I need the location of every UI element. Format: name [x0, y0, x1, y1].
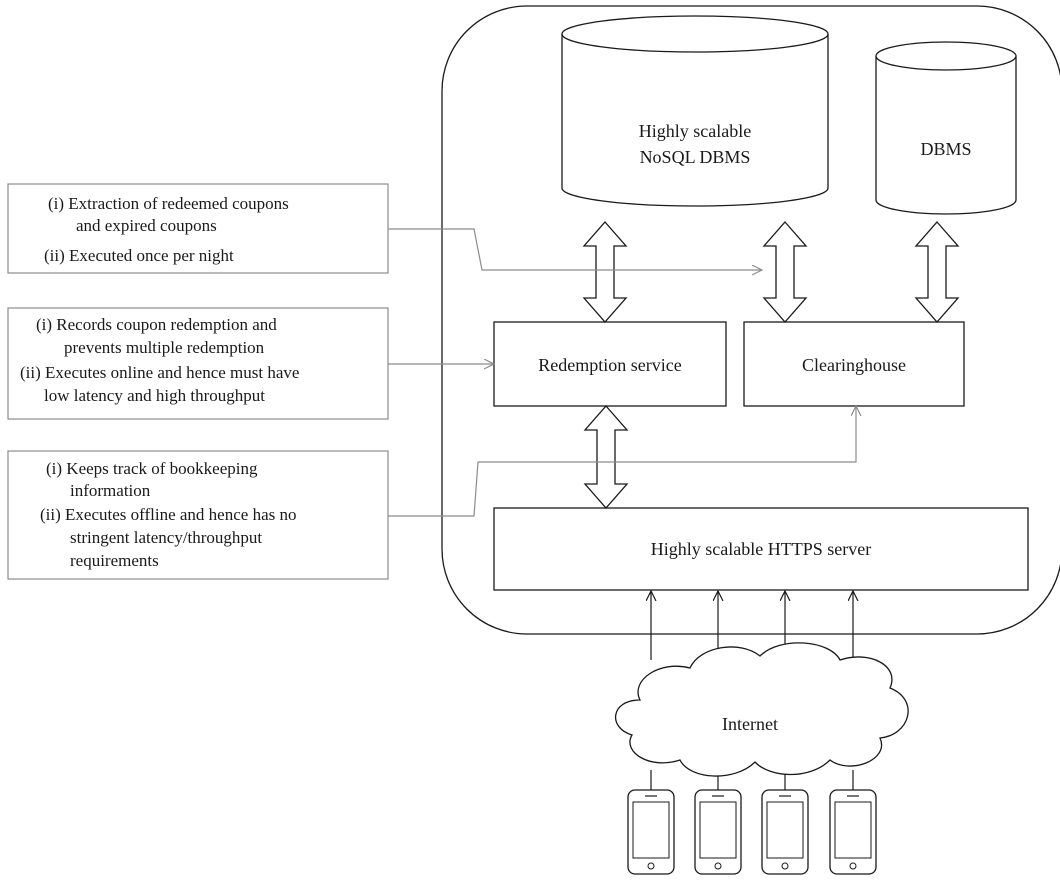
annotation-redemption-line-2: prevents multiple redemption [64, 338, 265, 357]
annotation-redemption: (i) Records coupon redemption and preven… [7, 307, 389, 420]
annotation-redemption-line-1: (i) Records coupon redemption and [36, 315, 277, 334]
redemption-service-box: Redemption service [493, 321, 727, 407]
nosql-dbms-label-1: Highly scalable [639, 121, 751, 141]
double-arrow-nosql-clearinghouse [762, 221, 808, 323]
clearinghouse-box: Clearinghouse [743, 321, 965, 407]
annotation-bookkeeping-line-2: information [70, 481, 151, 500]
connector-bookkeeping [388, 406, 856, 517]
smartphone-icon [829, 789, 877, 875]
https-server-box: Highly scalable HTTPS server [493, 507, 1029, 591]
double-arrow-nosql-redemption [582, 221, 628, 323]
annotation-bookkeeping-line-5: requirements [70, 551, 159, 570]
system-boundary [441, 5, 1060, 635]
annotation-redemption-line-4: low latency and high throughput [44, 386, 265, 405]
annotation-extraction: (i) Extraction of redeemed coupons and e… [7, 183, 389, 274]
connector-extraction [388, 228, 762, 270]
annotation-bookkeeping-line-4: stringent latency/throughput [70, 528, 262, 547]
annotation-redemption-line-3: (ii) Executes online and hence must have [20, 363, 299, 382]
annotation-bookkeeping-line-3: (ii) Executes offline and hence has no [40, 505, 296, 524]
nosql-dbms-cylinder: Highly scalable NoSQL DBMS [561, 15, 829, 207]
annotation-extraction-line-3: (ii) Executed once per night [44, 246, 234, 265]
smartphone-icon [761, 789, 809, 875]
https-server-label: Highly scalable HTTPS server [651, 539, 871, 559]
internet-cloud: Internet [615, 642, 909, 777]
smartphone-icon [694, 789, 742, 875]
internet-label: Internet [722, 714, 778, 734]
annotation-extraction-line-1: (i) Extraction of redeemed coupons [48, 194, 289, 213]
clearinghouse-label: Clearinghouse [802, 355, 906, 375]
double-arrow-redemption-https [583, 405, 629, 509]
dbms-label: DBMS [920, 139, 971, 159]
double-arrow-dbms-clearinghouse [914, 221, 960, 323]
annotation-extraction-line-2: and expired coupons [76, 216, 217, 235]
dbms-cylinder: DBMS [875, 41, 1017, 215]
annotation-bookkeeping: (i) Keeps track of bookkeeping informati… [7, 450, 389, 580]
smartphone-icon [627, 789, 675, 875]
nosql-dbms-label-2: NoSQL DBMS [640, 147, 751, 167]
annotation-bookkeeping-line-1: (i) Keeps track of bookkeeping [46, 459, 258, 478]
redemption-service-label: Redemption service [538, 355, 681, 375]
